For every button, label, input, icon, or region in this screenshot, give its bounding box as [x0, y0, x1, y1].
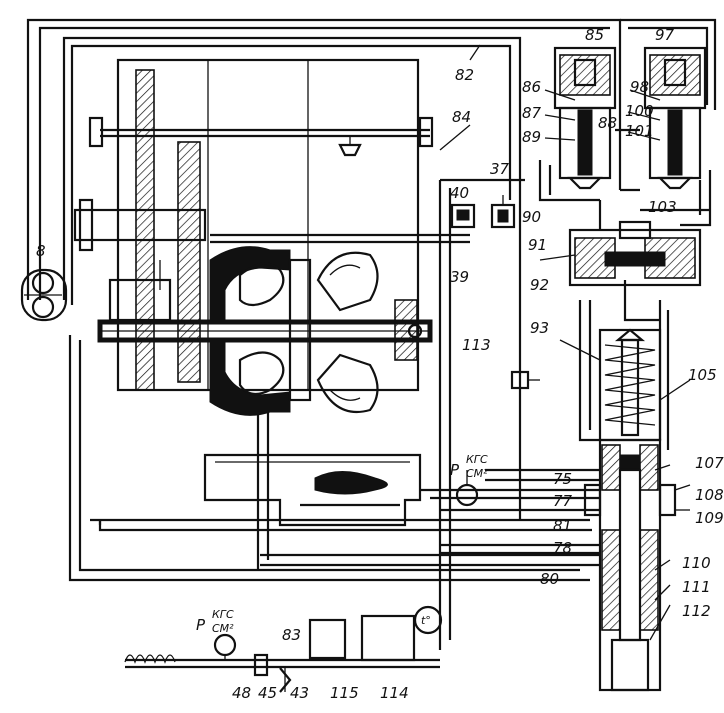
- label-110: 110: [682, 554, 711, 572]
- label-78: 78: [553, 539, 572, 557]
- label-97: 97: [655, 26, 675, 44]
- temperature-label: t°: [421, 614, 431, 627]
- label-103: 103: [648, 198, 677, 216]
- gauge-right-p: P: [450, 461, 460, 479]
- label-98: 98: [630, 78, 649, 96]
- label-89: 89: [522, 128, 541, 146]
- label-114: 114: [380, 684, 409, 702]
- label-87: 87: [522, 104, 542, 122]
- label-115: 115: [330, 684, 359, 702]
- label-45: 45: [258, 684, 277, 702]
- label-91: 91: [528, 236, 547, 254]
- valve-45: [279, 667, 292, 693]
- reference-labels: 8 82 84 85 86 87 88 89 97 98 100 101 40 …: [36, 26, 724, 702]
- valve-37: [490, 195, 516, 229]
- label-107: 107: [695, 454, 724, 472]
- label-100: 100: [625, 102, 654, 120]
- valve-40: [450, 203, 476, 229]
- label-83: 83: [282, 626, 301, 644]
- label-81: 81: [553, 517, 572, 535]
- label-84: 84: [452, 108, 471, 126]
- torque-converter: [97, 246, 433, 416]
- pump-8: [20, 268, 68, 322]
- label-8: 8: [36, 242, 46, 260]
- gauge-right-unit-den: СМ²: [466, 467, 488, 480]
- gauge-left-unit-den: СМ²: [212, 622, 234, 635]
- label-111: 111: [682, 578, 711, 596]
- gauge-right: [455, 470, 479, 507]
- gauge-left-p: P: [196, 616, 206, 634]
- gauge-right-unit-num: КГС: [466, 453, 488, 466]
- oil-reservoir: [203, 453, 422, 527]
- label-43: 43: [290, 684, 309, 702]
- label-77: 77: [553, 492, 573, 510]
- label-40: 40: [450, 184, 469, 202]
- gauge-left-unit-num: КГС: [212, 608, 234, 621]
- solenoid-valve-85: [553, 46, 617, 190]
- label-105: 105: [688, 366, 717, 384]
- cooler-114: [360, 614, 416, 662]
- label-37: 37: [490, 160, 510, 178]
- label-113: 113: [462, 336, 491, 354]
- valve-90-91-103: [568, 220, 702, 287]
- heater-coil: [124, 654, 176, 664]
- label-92: 92: [530, 276, 549, 294]
- restrictor-92: [510, 370, 540, 390]
- label-82: 82: [455, 66, 474, 84]
- label-112: 112: [682, 602, 711, 620]
- label-109: 109: [695, 509, 724, 527]
- label-90: 90: [522, 208, 541, 226]
- gauge-labels: P КГС СМ² P КГС СМ² t°: [196, 453, 488, 635]
- label-88: 88: [598, 114, 617, 132]
- label-86: 86: [522, 78, 541, 96]
- label-85: 85: [585, 26, 604, 44]
- valve-48: [253, 653, 269, 677]
- gauge-left: [213, 633, 237, 660]
- solenoid-valve-97: [643, 46, 707, 190]
- label-48: 48: [232, 684, 251, 702]
- label-80: 80: [540, 570, 559, 588]
- label-101: 101: [625, 122, 654, 140]
- label-108: 108: [695, 486, 724, 504]
- label-75: 75: [553, 470, 572, 488]
- pipe-lines: [26, 18, 717, 669]
- leader-lines: [439, 44, 691, 641]
- main-valve: [583, 438, 691, 692]
- label-93: 93: [530, 319, 549, 337]
- label-39: 39: [450, 268, 469, 286]
- accumulator-105: [598, 328, 662, 442]
- filter-115: [308, 618, 347, 660]
